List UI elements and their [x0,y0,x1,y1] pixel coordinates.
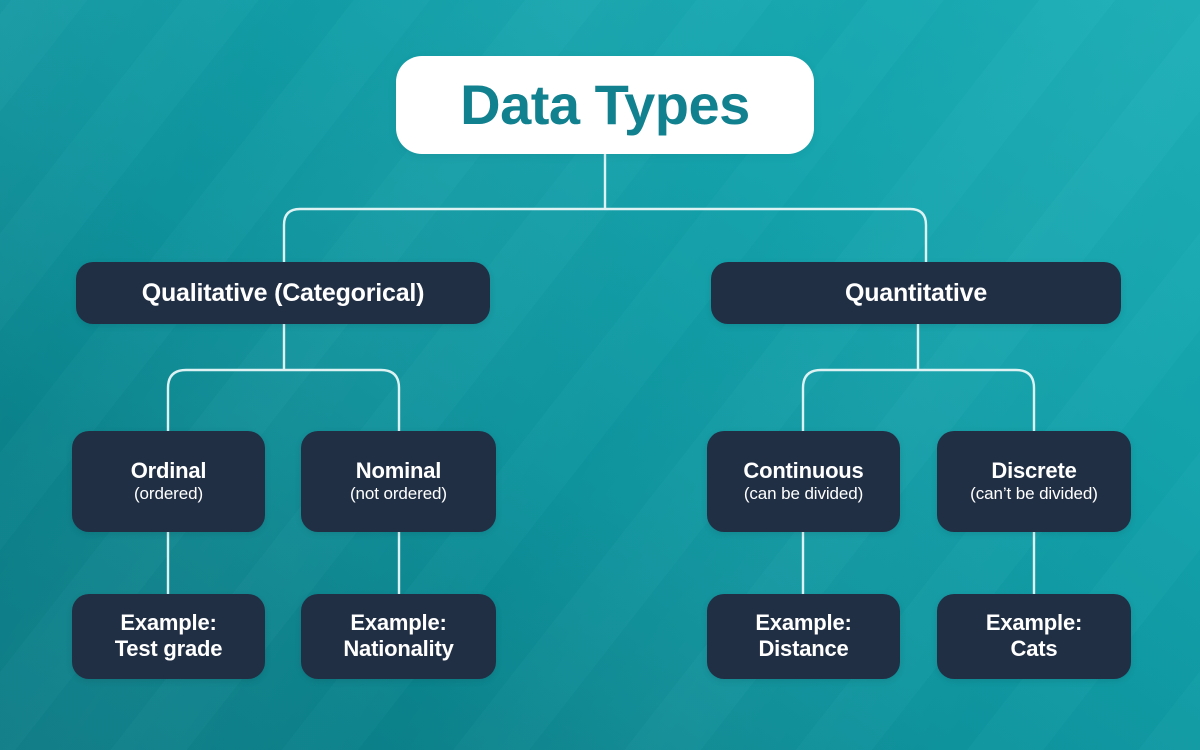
node-ordinal[interactable]: Ordinal (ordered) [72,431,265,532]
node-quantitative[interactable]: Quantitative [711,262,1121,324]
node-example-discrete-line1: Example: [985,610,1083,636]
node-example-nominal-line2: Nationality [343,636,454,661]
node-qualitative-label: Qualitative (Categorical) [141,279,425,307]
node-quantitative-label: Quantitative [844,279,988,307]
node-example-nominal[interactable]: Example: Nationality [301,594,496,679]
node-qualitative[interactable]: Qualitative (Categorical) [76,262,490,324]
node-ordinal-label: Ordinal [130,458,207,484]
node-discrete[interactable]: Discrete (can’t be divided) [937,431,1131,532]
node-example-ordinal[interactable]: Example: Test grade [72,594,265,679]
node-nominal-sublabel: (not ordered) [350,483,447,503]
node-example-continuous[interactable]: Example: Distance [707,594,900,679]
node-ordinal-sublabel: (ordered) [133,483,204,503]
page-title: Data Types [460,73,750,136]
node-continuous[interactable]: Continuous (can be divided) [707,431,900,532]
node-example-ordinal-line1: Example: [120,610,217,636]
node-nominal[interactable]: Nominal (not ordered) [301,431,496,532]
node-nominal-label: Nominal [355,458,442,484]
connector-root-split [282,207,928,263]
node-root[interactable]: Data Types [396,56,814,154]
node-example-discrete[interactable]: Example: Cats [937,594,1131,679]
node-example-ordinal-line2: Test grade [114,636,223,661]
connector-qualitative-split [166,368,401,432]
node-discrete-sublabel: (can’t be divided) [970,483,1098,503]
node-example-discrete-line2: Cats [1010,636,1058,661]
node-continuous-label: Continuous [743,458,864,484]
node-example-nominal-line1: Example: [350,610,447,636]
node-example-continuous-line2: Distance [758,636,849,661]
node-example-continuous-line1: Example: [755,610,852,636]
node-discrete-label: Discrete [991,458,1077,484]
node-continuous-sublabel: (can be divided) [743,483,864,503]
connector-quantitative-split [801,368,1036,432]
